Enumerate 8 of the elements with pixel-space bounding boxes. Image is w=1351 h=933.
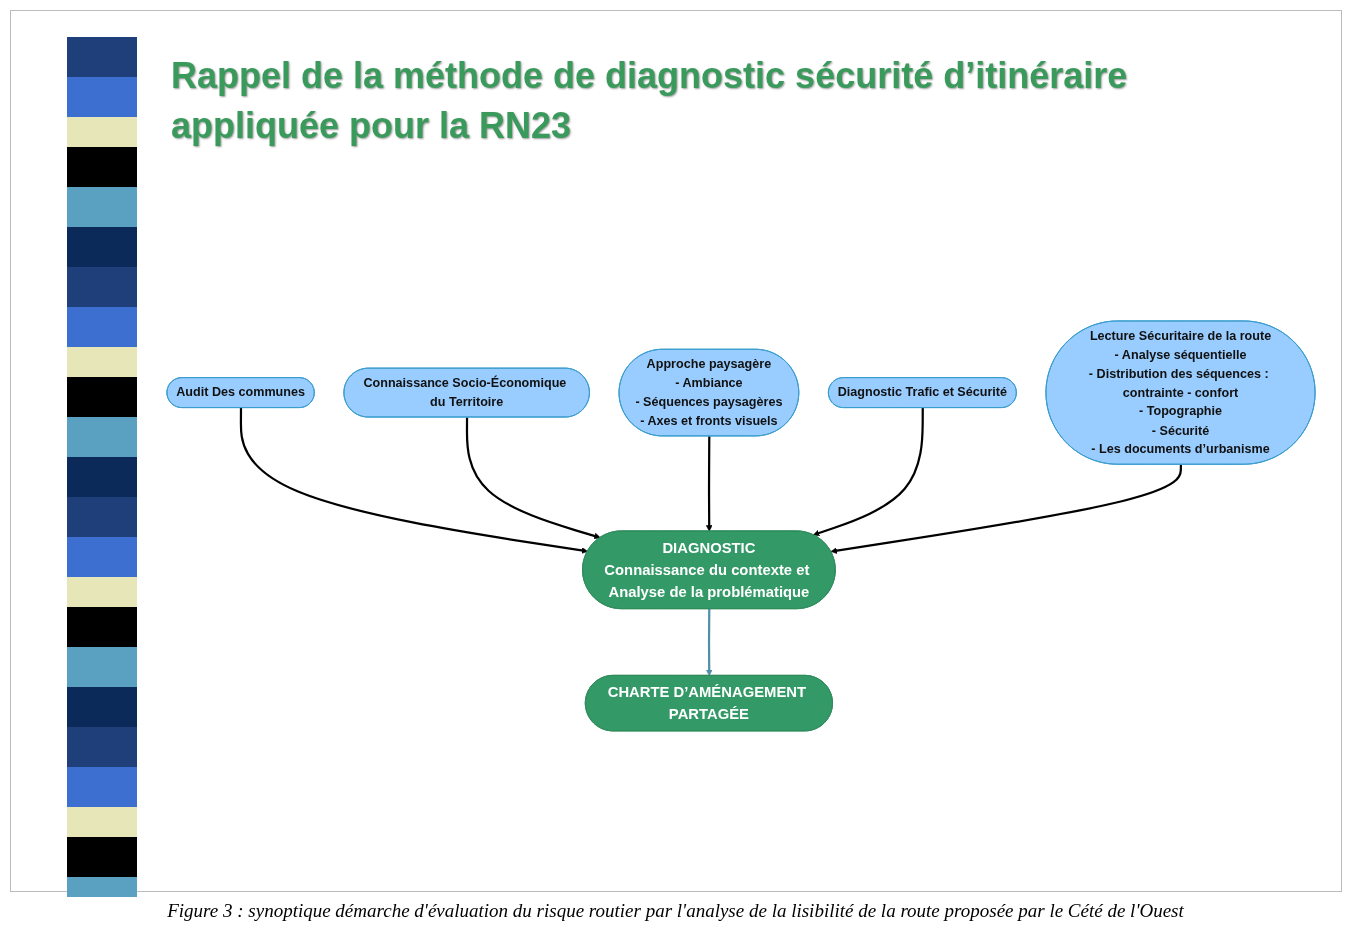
title: Rappel de la méthode de diagnostic sécurité d’itinéraire appliquée pour la RN23 xyxy=(171,54,1129,148)
arrow xyxy=(813,408,924,537)
arrow xyxy=(705,436,713,532)
caption: Figure 3 : synoptique démarche d'évaluation du risque routier par l'analyse de la lisibilité de la route proposée par le Cété de l'Ouest xyxy=(166,900,1185,922)
arrow xyxy=(830,464,1182,554)
arrow xyxy=(239,408,589,554)
arrow xyxy=(465,417,601,540)
arrow xyxy=(705,609,713,677)
